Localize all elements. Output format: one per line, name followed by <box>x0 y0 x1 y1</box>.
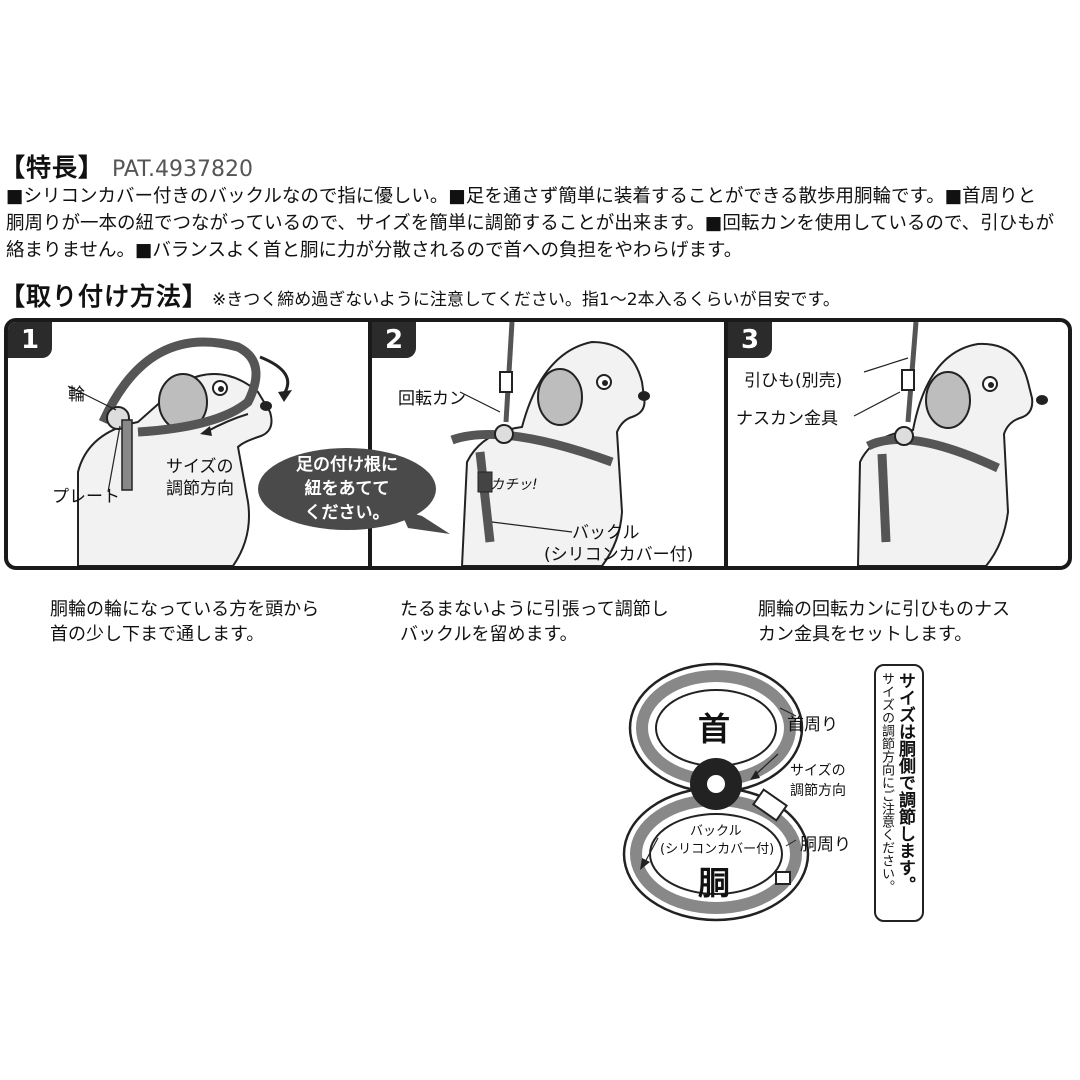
features-text: ■シリコンカバー付きのバックルなので指に優しい。■足を通さず簡単に装着することが… <box>6 183 1068 264</box>
dog-illustration-step-2 <box>450 322 650 566</box>
body-label: 胴周り <box>800 835 851 855</box>
features-line: ■シリコンカバー付きのバックルなので指に優しい。■足を通さず簡単に装着することが… <box>6 186 1037 207</box>
step-1-panel: 1 輪 プレート サイズの 調節方向 <box>8 322 368 566</box>
caption-line: カン金具をセットします。 <box>758 624 973 645</box>
bubble-line: 紐をあてて <box>304 479 390 499</box>
diagram-buckle-line-2: (シリコンカバー付) <box>660 842 775 857</box>
step-number: 2 <box>372 322 416 358</box>
panel-divider <box>368 322 372 566</box>
size-note-line-1: サイズは胴側で調節します。 <box>895 672 915 893</box>
step-number: 1 <box>8 322 52 358</box>
caption-line: 首の少し下まで通します。 <box>50 624 265 645</box>
label-buckle: バックル <box>572 523 640 543</box>
patent-number: PAT.4937820 <box>112 157 254 182</box>
features-line: 胴周りが一本の紐でつながっているので、サイズを簡単に調節することが出来ます。■回… <box>6 213 1055 234</box>
label-leash: 引ひも(別売) <box>744 371 843 391</box>
caption-line: 胴輪の回転カンに引ひものナス <box>758 599 1010 620</box>
step-2-panel: 2 回転カン カチッ! バックル (シリコンカバー付) <box>372 322 724 566</box>
bubble-line: 足の付け根に <box>296 455 398 475</box>
harness-diagram <box>622 662 810 922</box>
step-3-caption: 胴輪の回転カンに引ひものナス カン金具をセットします。 <box>758 597 1010 647</box>
step-3-panel: 3 引ひも(別売) ナスカン金具 <box>728 322 1068 566</box>
dog-illustration-step-1 <box>67 337 292 566</box>
dog-illustration-step-3 <box>853 322 1048 566</box>
features-title: 【特長】 <box>0 153 105 182</box>
label-snap-hook: ナスカン金具 <box>736 409 838 429</box>
label-ring: 輪 <box>68 385 85 405</box>
step-number: 3 <box>728 322 772 358</box>
caption-line: 胴輪の輪になっている方を頭から <box>50 599 320 620</box>
label-plate: プレート <box>52 487 120 507</box>
label-swivel: 回転カン <box>398 389 466 409</box>
diagram-buckle-line-1: バックル <box>690 824 742 839</box>
panel-divider <box>724 322 728 566</box>
label-buckle-cover: (シリコンカバー付) <box>544 545 694 565</box>
features-heading: 【特長】 PAT.4937820 <box>0 148 253 184</box>
howto-heading: 【取り付け方法】※きつく締め過ぎないように注意してください。指1～2本入るくらい… <box>0 277 840 313</box>
features-line: 絡まりません。■バランスよく首と胴に力が分散されるので首への負担をやわらげます。 <box>6 240 743 261</box>
size-note-box: サイズは胴側で調節します。 サイズの調節方向にご注意ください。 <box>874 664 924 922</box>
caption-line: たるまないように引張って調節し <box>400 599 669 620</box>
label-adjust-line-2: 調節方向 <box>166 479 234 499</box>
howto-title: 【取り付け方法】 <box>0 282 209 311</box>
size-note-line-2: サイズの調節方向にご注意ください。 <box>879 672 894 893</box>
neck-char: 首 <box>698 710 731 748</box>
neck-label: 首周り <box>787 715 838 735</box>
bubble-line: ください。 <box>304 503 390 523</box>
steps-panel: 1 輪 プレート サイズの 調節方向 2 <box>4 318 1072 570</box>
label-adjust-line-1: サイズの <box>166 457 234 477</box>
label-click: カチッ! <box>490 477 538 493</box>
caption-line: バックルを留めます。 <box>400 624 578 645</box>
howto-note: ※きつく締め過ぎないように注意してください。指1～2本入るくらいが目安です。 <box>212 290 840 310</box>
step-2-caption: たるまないように引張って調節し バックルを留めます。 <box>400 597 669 647</box>
step-1-caption: 胴輪の輪になっている方を頭から 首の少し下まで通します。 <box>50 597 319 647</box>
diagram-adjust-line-1: サイズの <box>790 763 846 779</box>
body-char: 胴 <box>698 864 731 902</box>
speech-bubble: 足の付け根に 紐をあてて ください。 <box>258 448 436 530</box>
diagram-adjust-line-2: 調節方向 <box>790 783 846 799</box>
